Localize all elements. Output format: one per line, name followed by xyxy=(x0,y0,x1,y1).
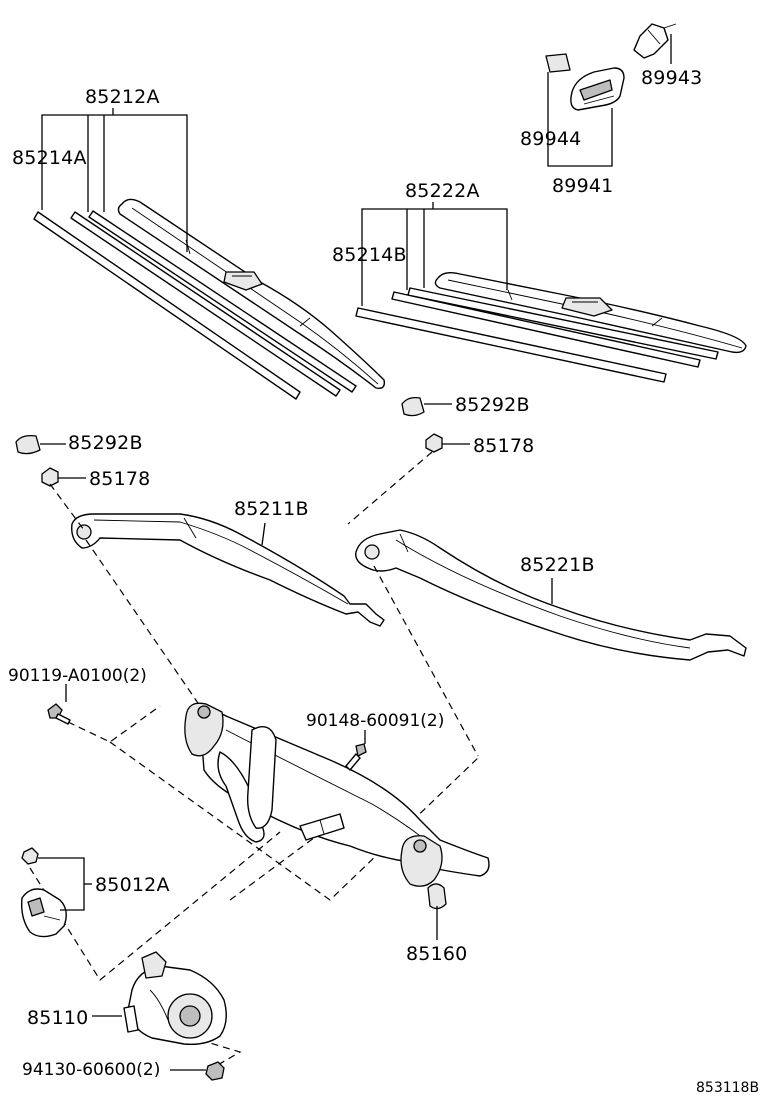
wiper-vertebra-strip-left-a[interactable] xyxy=(70,211,341,397)
sensor-cover-89943[interactable] xyxy=(633,23,669,59)
bolt-94130-60600[interactable] xyxy=(205,1061,225,1081)
wiper-motor-connector[interactable] xyxy=(123,1005,139,1033)
wiper-arm-85221B xyxy=(355,529,747,661)
wiper-arm-left[interactable] xyxy=(71,513,385,627)
sensor-pad-89944[interactable] xyxy=(545,53,571,73)
label-85211B: 85211B xyxy=(234,498,309,520)
label-85012A: 85012A xyxy=(95,874,170,896)
label-89943: 89943 xyxy=(641,67,702,89)
wiper-blade-adapter-left xyxy=(223,271,263,291)
pivot-cap-85292B-right[interactable] xyxy=(401,396,425,417)
bolt-90148-60091[interactable] xyxy=(355,743,367,757)
wiper-blade-adapter-right xyxy=(561,297,613,317)
label-85292B-right: 85292B xyxy=(455,394,530,416)
linkage-crank[interactable] xyxy=(246,726,277,829)
nut-85178-left[interactable] xyxy=(41,467,59,487)
pivot-cap-85292B-left[interactable] xyxy=(15,434,41,455)
right-wiper-blade-assembly xyxy=(355,271,747,383)
label-85178-left: 85178 xyxy=(89,468,150,490)
label-85110: 85110 xyxy=(27,1007,88,1029)
nut-85178-right[interactable] xyxy=(425,433,443,453)
label-85178-right: 85178 xyxy=(473,435,534,457)
diagram-id: 853118B xyxy=(696,1080,759,1096)
wiper-vertebra-strip-right-b[interactable] xyxy=(407,287,719,360)
nut-85012A[interactable] xyxy=(21,847,39,865)
wiper-arm-right[interactable] xyxy=(355,529,747,661)
wiper-vertebra-strip-right-a[interactable] xyxy=(391,291,701,368)
rain-sensor-parts xyxy=(545,23,677,111)
linkage-left-pivot[interactable] xyxy=(184,702,224,757)
label-85212A: 85212A xyxy=(85,86,160,108)
linkage-right-pivot[interactable] xyxy=(400,835,443,887)
label-85222A: 85222A xyxy=(405,180,480,202)
pivot-bushing-85160[interactable] xyxy=(427,883,447,910)
label-85214B: 85214B xyxy=(332,244,407,266)
motor-crank-85012A[interactable] xyxy=(20,888,67,938)
label-85292B-left: 85292B xyxy=(68,432,143,454)
label-85214A: 85214A xyxy=(12,147,87,169)
label-90148-60091: 90148-60091(2) xyxy=(306,711,444,731)
wiper-motor-shaft[interactable] xyxy=(141,951,167,979)
wiper-linkage-assembly xyxy=(184,702,490,887)
wiper-vertebra-strip-left-b[interactable] xyxy=(88,210,357,393)
wiper-motor-85110 xyxy=(123,951,227,1046)
label-85221B: 85221B xyxy=(520,554,595,576)
label-89944: 89944 xyxy=(520,128,581,150)
label-89941: 89941 xyxy=(552,175,613,197)
label-94130-60600: 94130-60600(2) xyxy=(22,1060,160,1080)
left-wiper-blade-assembly xyxy=(33,198,386,400)
label-85160: 85160 xyxy=(406,943,467,965)
wiper-refill-strip-right[interactable] xyxy=(355,307,667,383)
wiper-refill-strip-left[interactable] xyxy=(33,211,301,400)
wiper-arm-85211B xyxy=(71,513,385,627)
label-90119-A0100: 90119-A0100(2) xyxy=(8,666,147,686)
